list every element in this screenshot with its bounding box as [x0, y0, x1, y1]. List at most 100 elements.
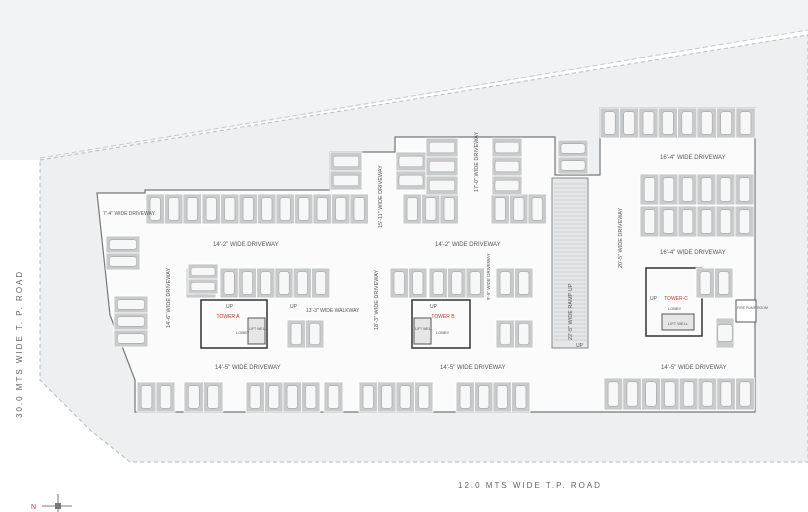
up-label-a: UP: [226, 304, 234, 310]
ramp: [551, 177, 589, 349]
walkway-13-3: 13'-3" WIDE WALKWAY: [306, 308, 360, 314]
parking-stall: [695, 267, 715, 299]
site-top-area: [0, 0, 808, 160]
parking-stall: [377, 381, 397, 413]
parking-stall: [599, 107, 620, 139]
parking-stall: [490, 193, 510, 225]
parking-stall: [677, 107, 698, 139]
parking-stall: [696, 173, 717, 206]
parking-stall: [164, 193, 184, 225]
parking-stall: [715, 205, 736, 238]
parking-stall: [312, 193, 332, 225]
driveway-20-5: 20'-5" WIDE DRIVEWAY: [618, 208, 624, 268]
tower-a-lift-label: LIFT WELL: [249, 327, 267, 331]
fire-pump-room: [735, 299, 757, 323]
tower-b-lift: [413, 317, 432, 345]
tower-c-name: TOWER-C: [664, 296, 688, 302]
up-label-walkway: UP: [290, 304, 298, 310]
parking-stall: [425, 137, 459, 158]
parking-stall: [155, 381, 176, 413]
parking-stall: [389, 267, 409, 299]
parking-stall: [286, 319, 306, 349]
parking-stall: [245, 381, 265, 413]
driveway-14-5-left: 14'-5" WIDE DRIVEWAY: [215, 365, 281, 371]
parking-stall: [447, 267, 467, 299]
parking-stall: [491, 175, 523, 196]
parking-stall: [329, 151, 363, 172]
tower-c-lobby: LOBBY: [668, 306, 682, 311]
parking-stalls: [105, 107, 756, 413]
parking-stall: [187, 263, 219, 280]
parking-stall: [734, 205, 755, 238]
parking-stall: [619, 107, 640, 139]
parking-stall: [105, 235, 141, 254]
parking-stall: [136, 381, 157, 413]
parking-stall: [395, 170, 427, 191]
parking-stall: [329, 170, 363, 191]
parking-stall: [455, 381, 475, 413]
driveway-16-4-top: 16'-4" WIDE DRIVEWAY: [660, 155, 726, 161]
parking-stall: [495, 319, 515, 349]
parking-stall: [639, 173, 660, 206]
parking-stall: [187, 278, 219, 295]
parking-stall: [734, 173, 755, 206]
parking-stall: [514, 267, 534, 299]
ramp-label: 22'-5" WIDE RAMP UP: [568, 283, 574, 340]
driveway-7-4: 7'-4" WIDE DRIVEWAY: [103, 211, 156, 217]
parking-stall: [203, 381, 224, 413]
up-label-c: UP: [650, 296, 658, 302]
parking-stall: [639, 205, 660, 238]
parking-stall: [658, 173, 679, 206]
tower-c-lift: [661, 313, 695, 331]
parking-stall: [395, 151, 427, 172]
parking-stall: [275, 193, 295, 225]
parking-stall: [257, 193, 277, 225]
driveway-15-11: 15'-11" WIDE DRIVEWAY: [378, 165, 384, 228]
driveway-17-0: 17'-0" WIDE DRIVEWAY: [474, 132, 480, 192]
parking-stall: [638, 107, 659, 139]
parking-stall: [237, 267, 258, 299]
parking-stall: [264, 381, 284, 413]
parking-stall: [358, 381, 378, 413]
parking-stall: [311, 267, 331, 299]
road-bottom-label: 12.0 MTS WIDE T.P. ROAD: [458, 481, 602, 490]
parking-stall: [425, 156, 459, 177]
compass: N: [31, 494, 72, 512]
parking-stall: [491, 156, 523, 177]
tower-b-lobby: LOBBY: [436, 330, 450, 335]
up-label-ramp: UP: [576, 343, 584, 349]
tower-a-name: TOWER A: [217, 314, 241, 320]
tower-a-core: [200, 299, 268, 349]
parking-stall: [715, 173, 736, 206]
driveway-14-5-mid: 14'-5" WIDE DRIVEWAY: [440, 365, 506, 371]
parking-stall: [183, 381, 204, 413]
tower-a-lift: [247, 317, 266, 345]
road-left-label: 30.0 MTS WIDE T. P. ROAD: [15, 270, 24, 418]
driveway-18-3: 18'-3" WIDE DRIVEWAY: [374, 270, 380, 330]
parking-stall: [331, 193, 351, 225]
parking-stall: [105, 252, 141, 271]
parking-stall: [305, 319, 325, 349]
tower-c-lift-label: LIFT WELL: [668, 321, 689, 326]
parking-stall: [274, 267, 294, 299]
parking-stall: [439, 193, 459, 225]
parking-stall: [219, 267, 239, 299]
parking-stall: [182, 193, 202, 225]
parking-stall: [408, 267, 428, 299]
parking-stall: [678, 377, 699, 411]
parking-stall: [113, 312, 149, 331]
parking-stall: [292, 267, 312, 299]
parking-stall: [113, 329, 149, 348]
parking-stall: [220, 193, 240, 225]
parking-stall: [715, 317, 735, 349]
parking-stall: [474, 381, 494, 413]
parking-stall: [527, 193, 547, 225]
parking-stall: [677, 205, 698, 238]
parking-stall: [657, 107, 679, 139]
parking-stall: [414, 381, 434, 413]
parking-stall: [603, 377, 624, 411]
tower-b-lift-label: LIFT WELL: [415, 327, 433, 331]
parking-stall: [421, 193, 441, 225]
compass-north-label: N: [31, 504, 36, 511]
parking-stall: [113, 295, 149, 314]
